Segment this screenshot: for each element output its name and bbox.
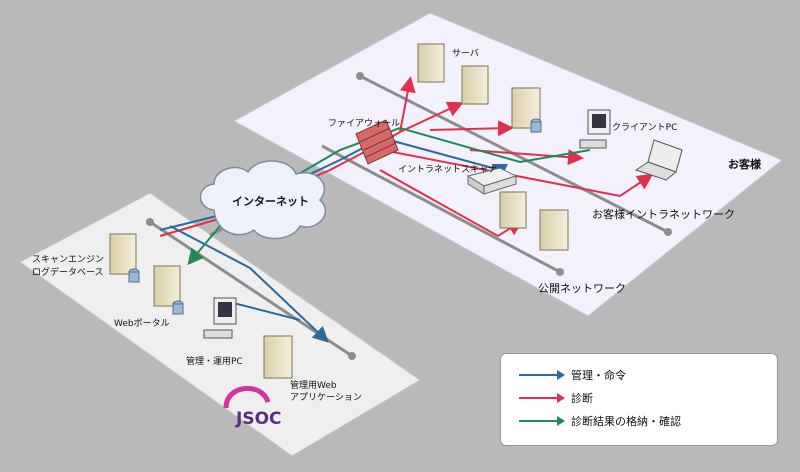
legend-swatch-manage: [519, 370, 565, 380]
scan-engine-server-icon: [109, 233, 140, 283]
client-pc-icon: [579, 109, 611, 149]
laptop-icon: [634, 139, 683, 181]
legend: 管理・命令 診断 診断結果の格納・確認: [500, 353, 778, 446]
legend-item-diagnose: 診断: [519, 389, 593, 407]
intranet-scanner-label: イントラネットスキャナ: [398, 164, 497, 175]
customer-intranet-label: お客様イントラネットワーク: [592, 207, 735, 221]
mgmt-pc-label: 管理・運用PC: [186, 355, 243, 367]
legend-swatch-store: [519, 416, 565, 426]
mgmt-web-app-server-icon: [263, 335, 293, 379]
web-portal-server-icon: [153, 265, 184, 315]
web-portal-label: Webポータル: [114, 318, 170, 329]
mgmt-pc-icon: [203, 297, 237, 339]
mgmt-web-app-label-1: 管理用Web: [290, 379, 337, 391]
public-server-icon: [499, 191, 569, 251]
scan-engine-label: スキャンエンジン: [32, 255, 104, 265]
client-pc-label: クライアントPC: [612, 122, 677, 133]
internet-cloud-icon: [199, 160, 327, 240]
jsoc-logo: JSOC: [223, 385, 282, 429]
legend-item-manage: 管理・命令: [519, 366, 626, 384]
legend-label-store: 診断結果の格納・確認: [571, 415, 681, 428]
legend-label-diagnose: 診断: [571, 392, 593, 405]
firewall-icon: [355, 119, 399, 165]
public-network-label: 公開ネットワーク: [538, 282, 626, 295]
legend-swatch-diagnose: [519, 393, 565, 403]
customer-label: お客様: [728, 157, 762, 171]
intranet-scanner-icon: [466, 167, 518, 195]
legend-item-store: 診断結果の格納・確認: [519, 412, 681, 430]
server-icon: [417, 43, 542, 133]
server-label: サーバ: [452, 48, 479, 59]
log-db-label: ログデータベース: [32, 266, 104, 278]
internet-label: インターネット: [232, 195, 309, 208]
svg-text:JSOC: JSOC: [235, 409, 282, 429]
firewall-label: ファイアウォール: [328, 118, 400, 129]
legend-label-manage: 管理・命令: [571, 369, 626, 382]
mgmt-web-app-label-2: アプリケーション: [290, 392, 362, 403]
customer-network-plane: [232, 12, 783, 317]
backbone-endpoints: [146, 72, 672, 360]
